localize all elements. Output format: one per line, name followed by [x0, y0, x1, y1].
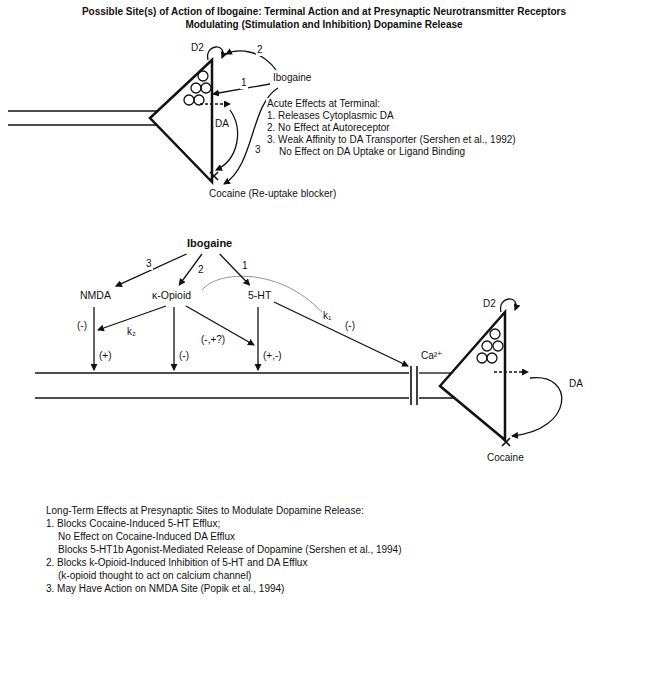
calcium-channel	[416, 366, 418, 405]
receptor-node: NMDA	[78, 288, 113, 303]
axon-line	[419, 397, 454, 398]
note-text: 2. No Effect at Autoreceptor	[266, 122, 391, 134]
receptor-node: 5-HT	[246, 288, 273, 303]
callout-number: 3	[254, 144, 262, 156]
effect-sign: (+,-)	[262, 350, 283, 362]
faint-pathway	[202, 276, 330, 322]
pathway-label: k₂	[126, 326, 137, 338]
calcium-channel	[410, 366, 412, 405]
node-text: NMDA	[80, 289, 111, 302]
autoreceptor-arrow	[501, 299, 516, 312]
vesicle	[198, 71, 208, 81]
connector-arrow	[220, 254, 250, 285]
callout-number: 1	[241, 260, 249, 272]
effect-sign: (-)	[76, 320, 88, 332]
axon-line	[419, 372, 451, 373]
effect-sign: (-,+?)	[200, 334, 226, 346]
nerve-terminal	[440, 312, 505, 440]
block-mark	[210, 172, 218, 180]
vesicle	[493, 341, 503, 351]
note-text: No Effect on Cocaine-Induced DA Efflux	[57, 531, 236, 543]
block-mark	[502, 438, 510, 446]
autoreceptor-arrow	[208, 47, 223, 60]
ibogaine-arrow	[226, 51, 276, 70]
transmitter-label: DA	[214, 118, 230, 130]
note-text: 2. Blocks k-Opioid-Induced Inhibition of…	[45, 557, 308, 569]
note-text: No Effect on DA Uptake or Ligand Binding	[278, 146, 466, 158]
receptor-label: D2	[482, 298, 497, 310]
reuptake-arrow	[512, 378, 562, 436]
vesicle	[184, 95, 194, 105]
axon-line	[35, 397, 409, 398]
vesicle	[487, 353, 497, 363]
callout-number: 2	[197, 264, 205, 276]
axon-line	[8, 124, 157, 125]
note-text: (k-opioid thought to act on calcium chan…	[57, 570, 252, 582]
node-text: κ-Opioid	[152, 289, 191, 302]
drug-label: Cocaine (Re-uptake blocker)	[208, 188, 337, 200]
pathway-arrow	[173, 307, 174, 370]
transmitter-label: DA	[568, 378, 584, 390]
node-text: Ibogaine	[187, 237, 232, 250]
receptor-label: D2	[190, 42, 205, 54]
release-arrow	[494, 371, 528, 372]
vesicle	[201, 83, 211, 93]
axon-line	[35, 372, 409, 373]
pathway-arrow	[93, 307, 94, 370]
block-mark	[502, 438, 510, 446]
pathway-arrow	[186, 306, 254, 345]
note-text: 3. Weak Affinity to DA Transporter (Sers…	[266, 134, 517, 146]
effect-sign: (+)	[98, 350, 113, 362]
ion-label: Ca²⁺	[420, 350, 443, 362]
pathway-label: k₁	[322, 310, 332, 322]
callout-number: 1	[240, 77, 248, 89]
drug-node: Ibogaine	[185, 236, 234, 251]
axon-line	[8, 110, 157, 111]
note-heading: Acute Effects at Terminal:	[266, 98, 381, 110]
callout-number: 3	[145, 258, 153, 270]
nerve-terminal	[150, 60, 212, 182]
pathway-arrow	[257, 307, 258, 370]
diagram-title: Possible Site(s) of Action of Ibogaine: …	[64, 5, 584, 31]
note-text: 1. Blocks Cocaine-Induced 5-HT Efflux;	[45, 518, 221, 530]
effect-sign: (-)	[344, 320, 356, 332]
block-mark	[210, 172, 218, 180]
release-arrow	[200, 103, 230, 104]
callout-number: 2	[256, 44, 264, 56]
note-text: 3. May Have Action on NMDA Site (Popik e…	[45, 583, 285, 595]
receptor-node: κ-Opioid	[150, 288, 193, 303]
vesicle	[490, 329, 500, 339]
drug-label: Cocaine	[486, 452, 525, 464]
drug-label: Ibogaine	[272, 72, 312, 84]
effect-sign: (-)	[178, 350, 190, 362]
note-text: Blocks 5-HT1b Agonist-Mediated Release o…	[57, 544, 403, 556]
note-text: 1. Releases Cytoplasmic DA	[266, 110, 395, 122]
connector-arrow	[116, 254, 187, 286]
pathway-arrow	[274, 302, 408, 366]
vesicle	[482, 341, 492, 351]
vesicle	[191, 83, 201, 93]
vesicle	[477, 353, 487, 363]
note-heading: Long-Term Effects at Presynaptic Sites t…	[45, 505, 365, 517]
node-text: 5-HT	[248, 289, 271, 302]
